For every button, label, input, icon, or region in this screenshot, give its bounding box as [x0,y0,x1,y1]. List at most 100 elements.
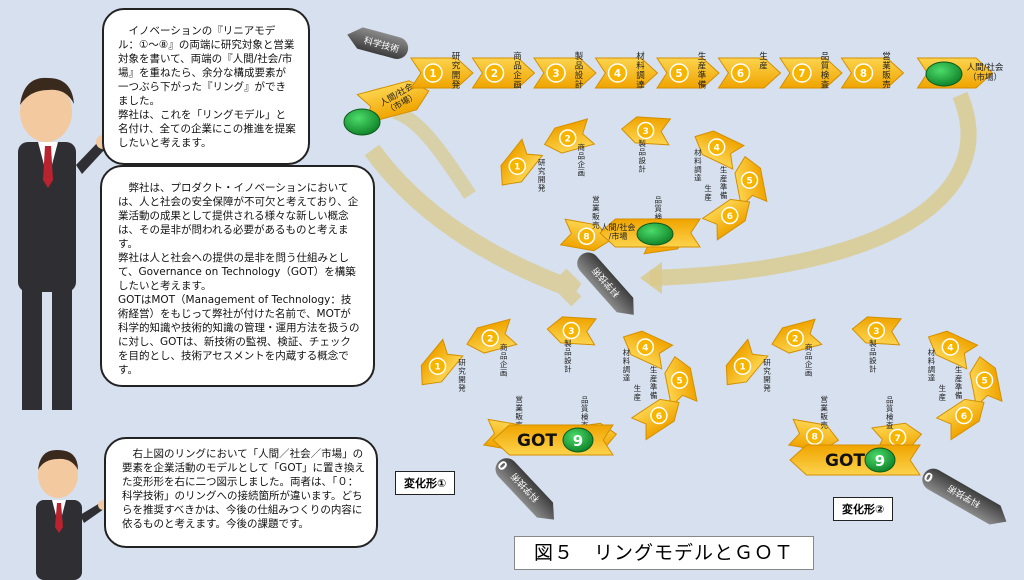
human-society-right-text: 人間/社会（市場） [967,62,1004,83]
variant2-step-label-5: 生産準備 [955,364,963,400]
curve-connector-left [364,144,582,307]
variant2-got-oval [864,447,896,473]
variant1-step-circle-1-num: 1 [434,362,440,373]
linear-step-circle-1-num: 1 [429,68,436,80]
variant2-got-num: 9 [875,452,885,470]
ring-step-circle-5 [740,171,759,189]
variant2-got-text: GOT [825,451,865,471]
linear-step-circle-4-num: 4 [614,68,621,80]
ring-center-oval [636,222,674,246]
ring-step-circle-4-num: 4 [713,142,719,153]
bubble-top-text: イノベーションの『リニアモデル：①〜⑧』の両端に研究対象と営業対象を書いて、両端… [118,25,296,149]
linear-step-label-5: 生産準備 [698,51,707,91]
variant1-step-circle-3 [562,321,581,340]
variant2-step-circle-6 [955,406,973,425]
linear-step-circle-7-num: 7 [798,68,805,80]
ring-step-label-5: 生産準備 [720,164,728,200]
variant1-got-oval [562,427,594,453]
ring-step-circle-3-num: 3 [642,126,648,137]
linear-step-circle-4 [607,63,628,83]
ring-step-label-8: 営業販売 [592,194,600,230]
linear-step-circle-1 [423,63,443,83]
variant2-step-circle-7-num: 7 [894,433,900,444]
ring-step-circle-2-num: 2 [565,133,571,144]
variant1-step-label-4: 材料調達 [623,347,631,383]
variant-1-ring: 1研究開発2商品企画3製品設計4材料調達5生産準備6生産7品質検査8営業販売GO… [420,316,698,520]
ring-step-label-3: 製品設計 [639,138,647,174]
linear-step-circle-5 [669,63,689,83]
speech-bubble-top: イノベーションの『リニアモデル：①〜⑧』の両端に研究対象と営業対象を書いて、両端… [102,8,310,165]
variant1-step-circle-4-num: 4 [642,342,648,353]
variant1-step-label-6: 生産 [634,383,642,402]
linear-step-label-4: 材料調達 [636,51,645,91]
variant2-step-circle-2 [786,329,804,347]
ring-step-circle-1 [508,157,526,175]
linear-step-label-7: 品質検査 [821,52,830,91]
variant2-step-circle-8-num: 8 [811,432,817,443]
ring-step-label-2: 商品企画 [577,142,585,178]
linear-step-circle-2-num: 2 [491,68,498,80]
variant-1-label: 変化形① [395,471,456,495]
variant2-step-circle-8 [805,427,824,446]
speech-bubble-middle: 弊社は、プロダクト・イノベーションにおいては、人と社会の安全保障が不可欠と考えて… [100,165,375,387]
ring-center-text: 人間/社会/市場 [601,222,636,241]
ring-step-circle-8 [577,227,596,246]
curve-arrowhead-right [640,262,662,294]
ring-step-circle-1-num: 1 [514,162,520,173]
linear-step-label-2: 商品企画 [513,51,522,91]
variant2-step-label-2: 商品企画 [805,342,813,378]
ring-step-label-6: 生産 [704,183,712,202]
variant-2-label: 変化形② [833,497,894,521]
variant2-step-circle-1-num: 1 [739,362,745,373]
ring-step-circle-8-num: 8 [583,232,589,243]
curve-connector-top-left [392,105,476,199]
variant2-step-circle-2-num: 2 [792,333,798,344]
linear-step-circle-3-num: 3 [552,68,559,80]
variant1-step-circle-5-num: 5 [676,376,682,387]
variant1-step-circle-1 [428,357,447,375]
linear-step-circle-7 [792,63,812,83]
ring-step-circle-3 [636,121,655,140]
variant1-step-circle-4 [636,338,655,356]
speech-bubble-bottom: 右上図のリングにおいて「人間／社会／市場」の要素を企業活動のモデルとして「GOT… [104,437,378,548]
variant2-step-circle-6-num: 6 [961,411,967,422]
linear-step-label-6: 生産 [759,51,768,72]
variant2-step-circle-1 [733,357,752,375]
variant2-step-circle-5 [975,371,994,389]
variant1-step-circle-6 [650,406,668,425]
linear-step-circle-8 [853,63,874,83]
linear-step-circle-6-num: 6 [737,68,744,80]
variant2-step-label-6: 生産 [939,383,947,402]
linear-step-circle-5-num: 5 [675,68,682,80]
variant2-step-label-7: 品質検査 [886,396,894,431]
linear-step-label-3: 製品設計 [575,51,584,91]
variant1-step-label-1: 研究開発 [458,358,466,393]
ring-step-label-4: 材料調達 [694,147,702,183]
variant1-step-label-5: 生産準備 [650,364,658,400]
human-society-right-oval [925,61,963,87]
variant1-step-circle-6-num: 6 [656,411,662,422]
variant1-got-text: GOT [517,431,557,451]
presenter-figure-bottom [36,449,108,580]
variant2-step-circle-4 [941,338,960,356]
figure-title: 図５ リングモデルとＧＯＴ [514,536,814,570]
variant1-step-label-8: 営業販売 [515,394,523,430]
variant2-step-label-1: 研究開発 [763,358,771,393]
presenter-figure-top [18,77,110,410]
linear-model: 人間/社会（市場） 科学技術 1 研究開発 2 商品企画 3 製品設計 4 材料調達 5 生産準備 6 生… [343,27,1004,136]
variant1-step-circle-2-num: 2 [487,333,493,344]
bubble-bottom-text: 右上図のリングにおいて「人間／社会／市場」の要素を企業活動のモデルとして「GOT… [122,448,365,530]
ring-step-circle-5-num: 5 [746,176,752,187]
linear-step-circle-3 [546,63,566,83]
linear-step-label-1: 研究開発 [452,52,461,91]
variant1-step-circle-3-num: 3 [568,326,574,337]
ring-step-circle-6-num: 6 [727,211,733,222]
science-tech-feed-top: 科学技術 [347,27,409,59]
variant1-step-circle-2 [481,329,499,347]
variant2-step-circle-3-num: 3 [873,326,879,337]
variant2-step-label-3: 製品設計 [869,338,877,374]
